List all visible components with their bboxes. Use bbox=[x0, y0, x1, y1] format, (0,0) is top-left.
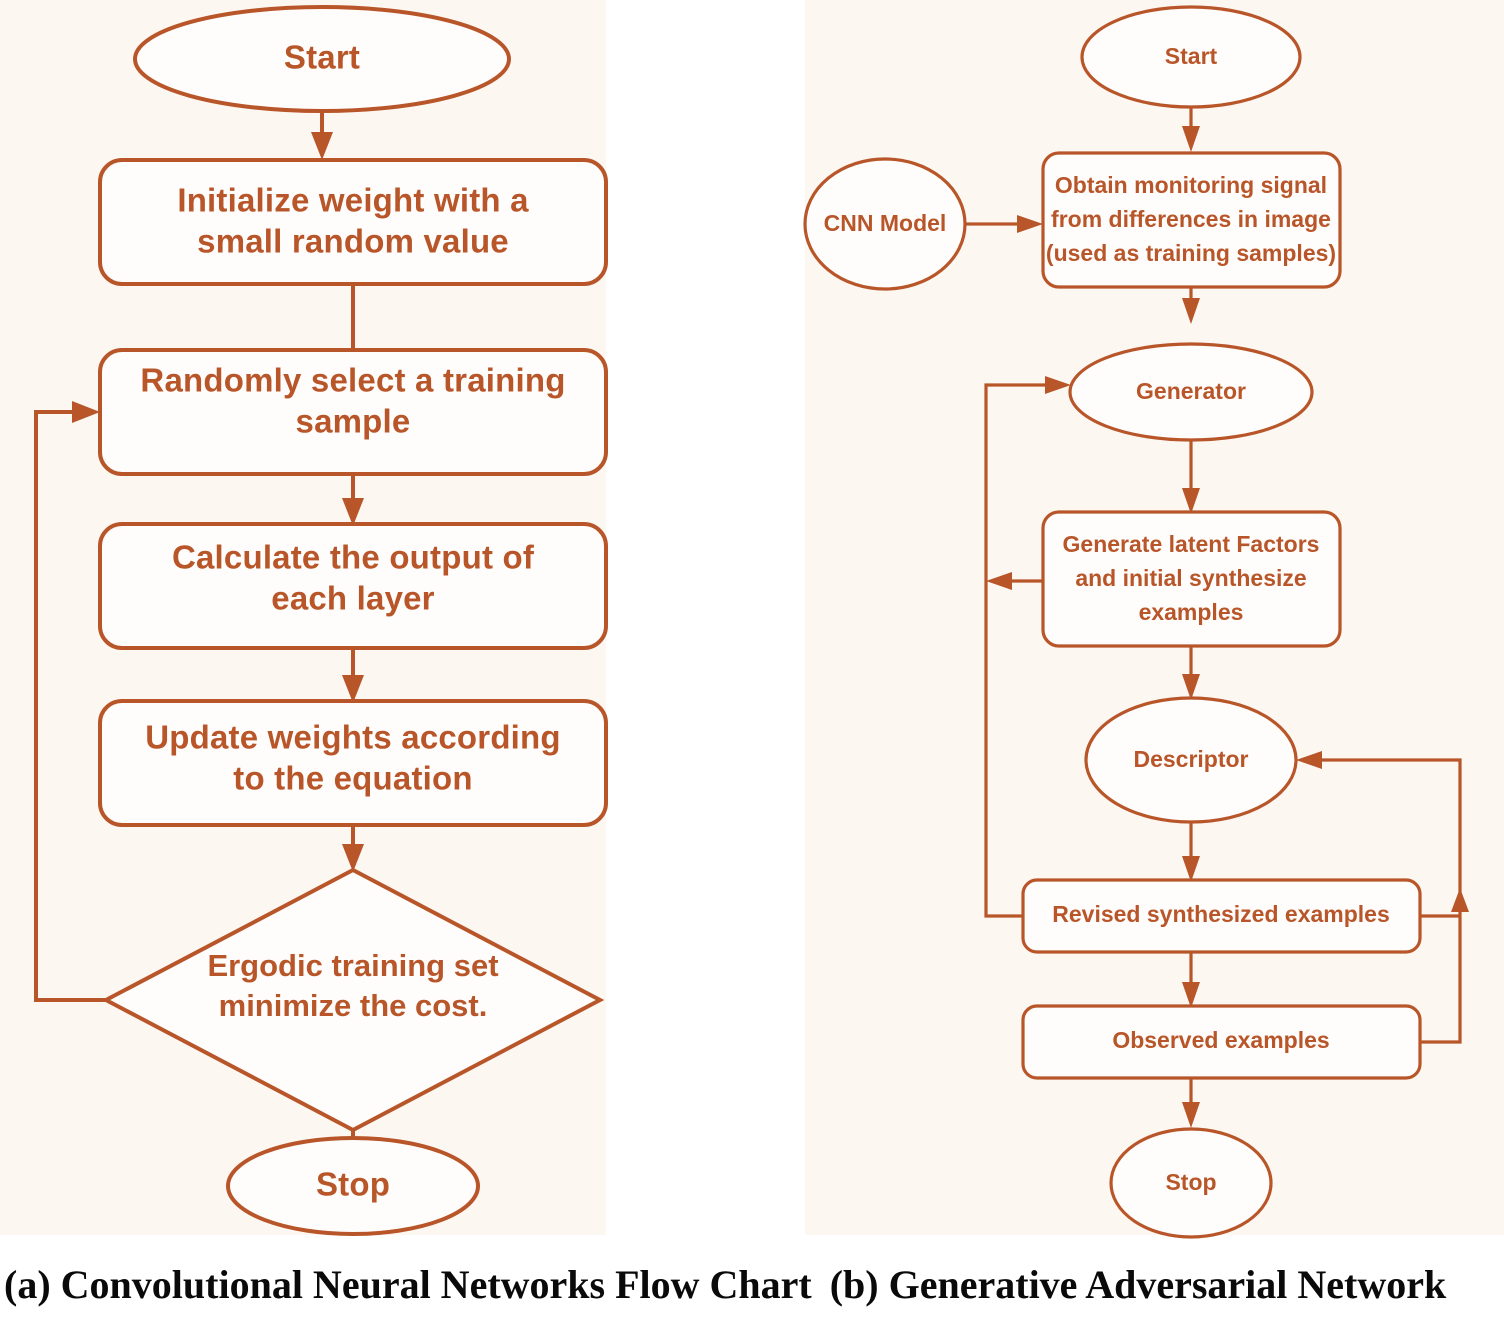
caption-panel-b: (b) Generative Adversarial Network bbox=[829, 1262, 1447, 1307]
node-stop[interactable]: Stop bbox=[226, 1136, 480, 1236]
node-initialize-weight-label-2: small random value bbox=[197, 223, 509, 260]
node-decision-ergodic[interactable]: Ergodic training set minimize the cost. bbox=[101, 867, 605, 1133]
gan-flowchart: Start CNN Model Obtain monitoring signal… bbox=[803, 5, 1469, 1239]
node-stop[interactable]: Stop bbox=[1109, 1127, 1273, 1239]
edge-latent-left-bus bbox=[986, 572, 1043, 590]
edge-latent-descriptor bbox=[1182, 646, 1200, 700]
node-stop-label: Stop bbox=[1165, 1169, 1216, 1195]
edge-select-calculate bbox=[342, 474, 364, 526]
edge-decision-feedback-select bbox=[34, 401, 106, 1002]
edge-obtain-generator bbox=[1182, 287, 1200, 324]
node-update-weights-label-1: Update weights according bbox=[145, 719, 561, 756]
node-obtain-label-3: (used as training samples) bbox=[1046, 240, 1336, 266]
edge-revised-feedback-right-bus bbox=[1420, 888, 1469, 918]
node-observed-examples[interactable]: Observed examples bbox=[1021, 1004, 1422, 1080]
node-observed-label: Observed examples bbox=[1112, 1027, 1329, 1053]
node-random-select[interactable]: Randomly select a training sample bbox=[98, 348, 608, 476]
node-calculate-output[interactable]: Calculate the output of each layer bbox=[98, 522, 608, 650]
node-update-weights[interactable]: Update weights according to the equation bbox=[98, 699, 608, 827]
node-obtain-monitoring-signal[interactable]: Obtain monitoring signal from difference… bbox=[1041, 151, 1342, 289]
node-generate-latent-factors[interactable]: Generate latent Factors and initial synt… bbox=[1041, 510, 1342, 648]
edge-descriptor-revised bbox=[1182, 822, 1200, 882]
node-start-label: Start bbox=[284, 39, 360, 76]
edge-calculate-update bbox=[342, 648, 364, 703]
edge-start-obtain bbox=[1182, 107, 1200, 152]
node-decision-ergodic-label-2: minimize the cost. bbox=[219, 988, 488, 1023]
node-cnn-model[interactable]: CNN Model bbox=[803, 157, 967, 291]
node-latent-label-1: Generate latent Factors bbox=[1063, 531, 1320, 557]
node-descriptor-label: Descriptor bbox=[1133, 746, 1248, 772]
node-generator[interactable]: Generator bbox=[1068, 342, 1314, 442]
node-cnn-model-label: CNN Model bbox=[824, 210, 947, 236]
node-calculate-output-label-1: Calculate the output of bbox=[172, 539, 535, 576]
node-decision-ergodic-label-1: Ergodic training set bbox=[207, 948, 498, 983]
node-update-weights-label-2: to the equation bbox=[233, 760, 472, 797]
node-random-select-label-1: Randomly select a training bbox=[140, 362, 565, 399]
node-start[interactable]: Start bbox=[1080, 5, 1302, 109]
node-generator-label: Generator bbox=[1136, 378, 1246, 404]
edge-generator-latent bbox=[1182, 440, 1200, 514]
figure-captions: (a) Convolutional Neural Networks Flow C… bbox=[0, 1240, 1504, 1329]
node-descriptor[interactable]: Descriptor bbox=[1084, 696, 1298, 824]
edge-observed-stop bbox=[1182, 1078, 1200, 1128]
node-initialize-weight-label-1: Initialize weight with a bbox=[177, 182, 529, 219]
node-random-select-label-2: sample bbox=[296, 403, 411, 440]
node-latent-label-2: and initial synthesize bbox=[1075, 565, 1306, 591]
node-calculate-output-label-2: each layer bbox=[271, 580, 434, 617]
edge-start-init bbox=[311, 111, 333, 160]
cnn-flowchart: Start Initialize weight with a small ran… bbox=[34, 5, 608, 1236]
node-start[interactable]: Start bbox=[133, 5, 511, 113]
node-revised-synthesized-examples[interactable]: Revised synthesized examples bbox=[1021, 878, 1422, 954]
node-revised-label: Revised synthesized examples bbox=[1052, 901, 1390, 927]
node-obtain-label-1: Obtain monitoring signal bbox=[1055, 172, 1327, 198]
caption-panel-a: (a) Convolutional Neural Networks Flow C… bbox=[4, 1262, 812, 1307]
node-latent-label-3: examples bbox=[1139, 599, 1244, 625]
edge-revised-feedback-generator bbox=[984, 376, 1071, 918]
node-stop-label: Stop bbox=[316, 1166, 390, 1203]
node-initialize-weight[interactable]: Initialize weight with a small random va… bbox=[98, 158, 608, 286]
node-start-label: Start bbox=[1165, 43, 1218, 69]
edge-revised-observed bbox=[1182, 952, 1200, 1008]
edge-update-decision bbox=[342, 825, 364, 872]
edge-cnn-obtain bbox=[965, 215, 1043, 233]
node-obtain-label-2: from differences in image bbox=[1051, 206, 1331, 232]
